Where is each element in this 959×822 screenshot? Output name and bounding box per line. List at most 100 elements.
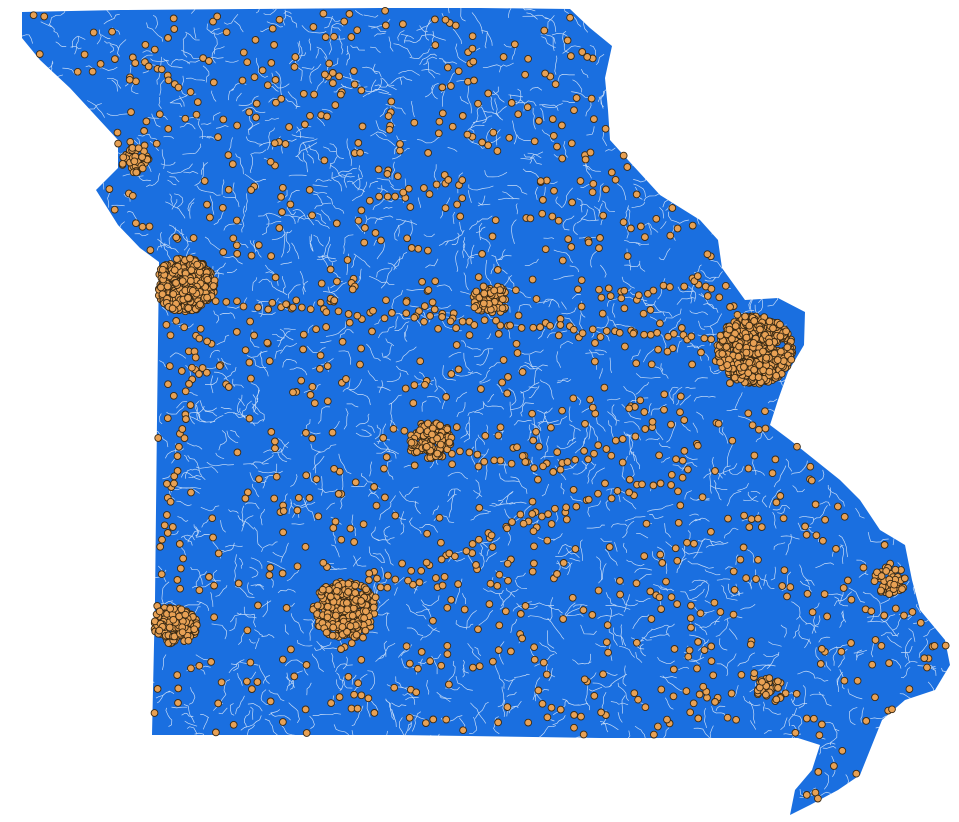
circle-marker[interactable] (299, 330, 308, 339)
circle-marker[interactable] (163, 282, 172, 291)
circle-marker[interactable] (371, 593, 380, 602)
circle-marker[interactable] (496, 423, 505, 432)
circle-marker[interactable] (241, 346, 250, 355)
circle-marker[interactable] (495, 570, 504, 579)
circle-marker[interactable] (338, 337, 347, 346)
circle-marker[interactable] (663, 715, 671, 724)
circle-marker[interactable] (434, 324, 442, 333)
circle-marker[interactable] (806, 462, 815, 471)
circle-marker[interactable] (656, 319, 664, 328)
circle-marker[interactable] (437, 555, 446, 564)
circle-marker[interactable] (569, 394, 578, 403)
circle-marker[interactable] (357, 691, 366, 700)
circle-marker[interactable] (266, 563, 275, 572)
circle-marker[interactable] (728, 335, 736, 343)
circle-marker[interactable] (488, 543, 497, 551)
circle-marker[interactable] (674, 518, 683, 527)
circle-marker[interactable] (441, 204, 450, 212)
circle-marker[interactable] (594, 489, 602, 498)
circle-marker[interactable] (637, 222, 645, 231)
circle-marker[interactable] (480, 289, 489, 298)
circle-marker[interactable] (362, 607, 370, 616)
circle-marker[interactable] (329, 524, 338, 532)
circle-marker[interactable] (772, 695, 781, 704)
circle-marker[interactable] (604, 648, 612, 657)
circle-marker[interactable] (389, 424, 398, 433)
circle-marker[interactable] (572, 502, 581, 511)
circle-marker[interactable] (556, 465, 565, 474)
circle-marker[interactable] (266, 157, 275, 166)
circle-marker[interactable] (479, 299, 488, 308)
circle-marker[interactable] (468, 32, 477, 41)
circle-marker[interactable] (401, 384, 410, 393)
circle-marker[interactable] (407, 438, 416, 447)
circle-marker[interactable] (590, 691, 599, 700)
circle-marker[interactable] (640, 552, 649, 560)
circle-marker[interactable] (792, 689, 801, 698)
circle-marker[interactable] (369, 603, 378, 612)
circle-marker[interactable] (319, 9, 328, 18)
circle-marker[interactable] (374, 165, 383, 174)
circle-marker[interactable] (750, 365, 758, 374)
circle-marker[interactable] (625, 475, 634, 484)
circle-marker[interactable] (277, 94, 286, 103)
circle-marker[interactable] (885, 659, 893, 667)
circle-marker[interactable] (650, 730, 658, 739)
circle-marker[interactable] (673, 224, 682, 233)
circle-marker[interactable] (613, 487, 622, 495)
circle-marker[interactable] (640, 408, 649, 416)
circle-marker[interactable] (741, 312, 749, 321)
circle-marker[interactable] (583, 53, 592, 61)
circle-marker[interactable] (595, 244, 603, 252)
circle-marker[interactable] (432, 180, 441, 189)
circle-marker[interactable] (638, 480, 646, 489)
circle-marker[interactable] (245, 414, 254, 423)
circle-marker[interactable] (755, 425, 763, 434)
circle-marker[interactable] (193, 98, 202, 106)
circle-marker[interactable] (381, 493, 389, 502)
circle-marker[interactable] (744, 464, 753, 473)
circle-marker[interactable] (615, 328, 624, 337)
circle-marker[interactable] (599, 670, 607, 679)
circle-marker[interactable] (571, 455, 580, 464)
circle-marker[interactable] (495, 621, 504, 630)
circle-marker[interactable] (632, 638, 641, 647)
circle-marker[interactable] (424, 246, 432, 255)
circle-marker[interactable] (480, 316, 489, 325)
circle-marker[interactable] (157, 570, 166, 579)
circle-marker[interactable] (630, 689, 639, 698)
circle-marker[interactable] (370, 483, 378, 491)
circle-marker[interactable] (623, 252, 632, 260)
circle-marker[interactable] (508, 518, 516, 526)
circle-marker[interactable] (119, 153, 128, 162)
circle-marker[interactable] (332, 611, 340, 620)
circle-marker[interactable] (663, 347, 672, 356)
circle-marker[interactable] (693, 664, 701, 673)
circle-marker[interactable] (440, 572, 449, 581)
circle-marker[interactable] (528, 409, 536, 418)
circle-marker[interactable] (443, 603, 452, 612)
circle-marker[interactable] (510, 40, 519, 49)
circle-marker[interactable] (744, 409, 753, 418)
circle-marker[interactable] (474, 273, 483, 281)
circle-marker[interactable] (316, 364, 324, 373)
circle-marker[interactable] (155, 626, 164, 635)
circle-marker[interactable] (489, 657, 497, 666)
circle-marker[interactable] (433, 449, 442, 458)
circle-marker[interactable] (498, 304, 507, 313)
circle-marker[interactable] (400, 426, 409, 435)
circle-marker[interactable] (180, 323, 189, 332)
circle-marker[interactable] (485, 600, 494, 608)
circle-marker[interactable] (319, 558, 328, 567)
circle-marker[interactable] (709, 671, 718, 680)
circle-marker[interactable] (416, 426, 424, 435)
circle-marker[interactable] (441, 15, 450, 24)
circle-marker[interactable] (765, 338, 774, 347)
circle-marker[interactable] (329, 623, 338, 632)
circle-marker[interactable] (381, 6, 389, 15)
circle-marker[interactable] (359, 633, 367, 642)
circle-marker[interactable] (484, 141, 492, 150)
circle-marker[interactable] (640, 330, 648, 339)
circle-marker[interactable] (209, 78, 218, 87)
circle-marker[interactable] (214, 699, 223, 708)
